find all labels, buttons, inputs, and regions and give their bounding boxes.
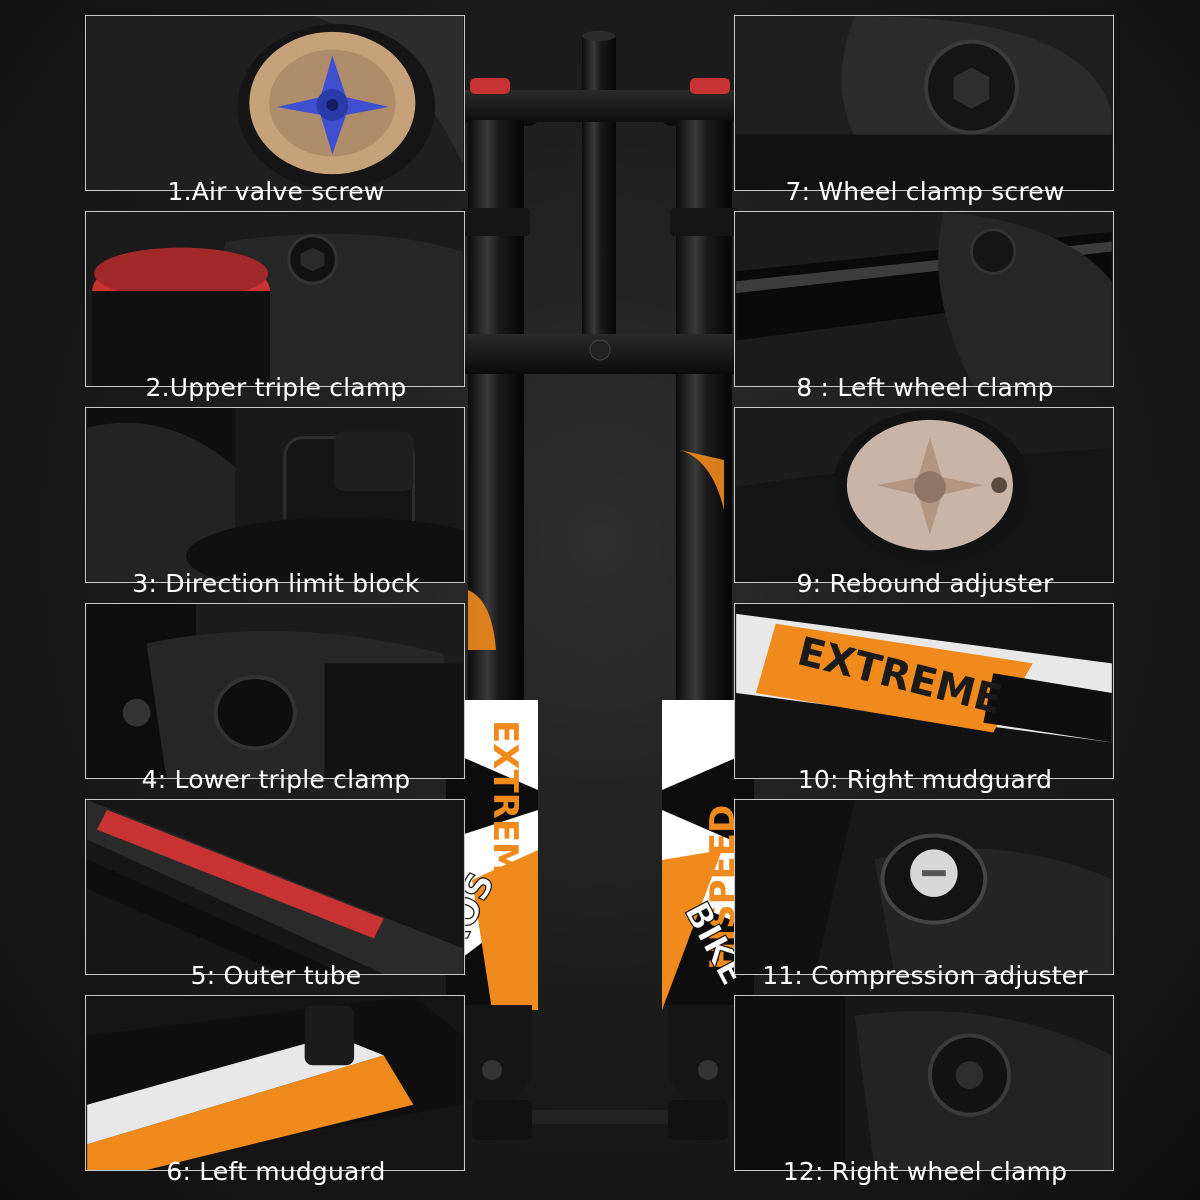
- detail-panel-outer-tube: [85, 799, 465, 975]
- red-cap-left: [470, 78, 510, 94]
- caption-air-valve-screw: 1.Air valve screw: [167, 177, 385, 206]
- caption-wheel-clamp-screw: 7: Wheel clamp screw: [785, 177, 1065, 206]
- caption-left-mudguard: 6: Left mudguard: [166, 1157, 386, 1186]
- detail-panel-left-wheel-clamp: [734, 211, 1114, 387]
- caption-compression-adjuster: 11: Compression adjuster: [762, 961, 1088, 990]
- caption-direction-limit-block: 3: Direction limit block: [132, 569, 420, 598]
- detail-panel-right-wheel-clamp: [734, 995, 1114, 1171]
- caption-left-wheel-clamp: 8 : Left wheel clamp: [796, 373, 1054, 402]
- red-cap-right: [690, 78, 730, 94]
- caption-right-mudguard: 10: Right mudguard: [797, 765, 1053, 794]
- caption-upper-triple-clamp: 2.Upper triple clamp: [145, 373, 407, 402]
- detail-panel-wheel-clamp-screw: [734, 15, 1114, 191]
- detail-panel-right-mudguard: EXTREME: [734, 603, 1114, 779]
- detail-panel-upper-triple-clamp: [85, 211, 465, 387]
- detail-panel-lower-triple-clamp: [85, 603, 465, 779]
- caption-outer-tube: 5: Outer tube: [190, 961, 362, 990]
- detail-panel-direction-limit-block: [85, 407, 465, 583]
- caption-rebound-adjuster: 9: Rebound adjuster: [796, 569, 1054, 598]
- detail-panel-compression-adjuster: [734, 799, 1114, 975]
- caption-lower-triple-clamp: 4: Lower triple clamp: [141, 765, 411, 794]
- decal-extreme-text: EXTREME: [485, 720, 525, 899]
- caption-right-wheel-clamp: 12: Right wheel clamp: [782, 1157, 1068, 1186]
- detail-panel-air-valve-screw: [85, 15, 465, 191]
- detail-panel-rebound-adjuster: [734, 407, 1114, 583]
- detail-panel-left-mudguard: [85, 995, 465, 1171]
